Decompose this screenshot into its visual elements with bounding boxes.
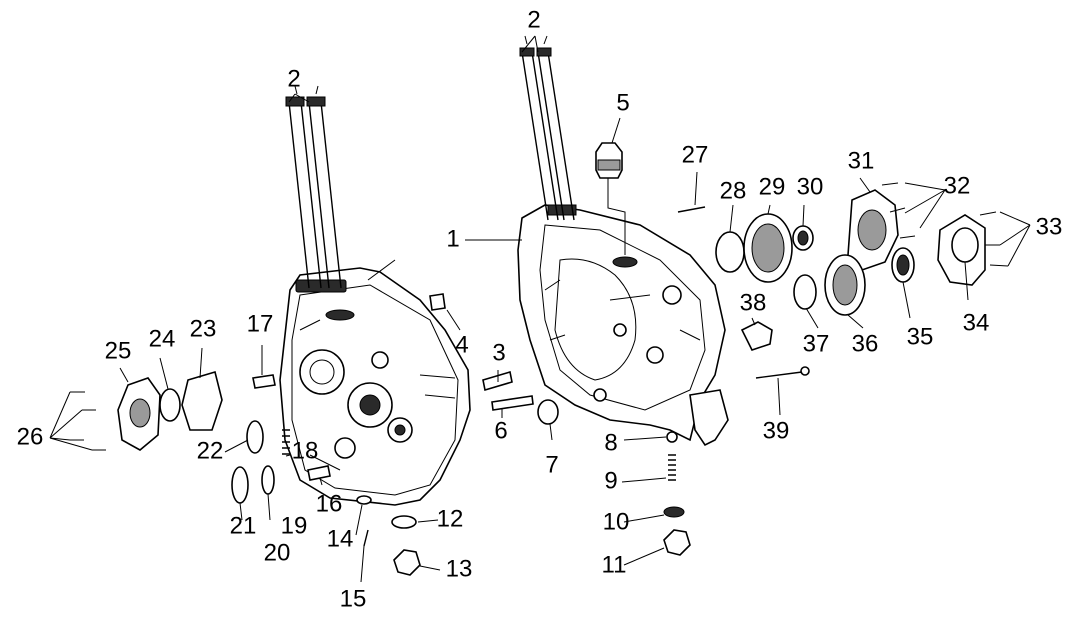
label-17: 17 — [247, 310, 274, 337]
label-24: 24 — [149, 325, 176, 352]
label-29: 29 — [759, 173, 786, 200]
label-3: 3 — [492, 339, 505, 366]
label-22: 22 — [197, 437, 224, 464]
left-side-parts — [70, 370, 372, 547]
label-35: 35 — [907, 323, 934, 350]
label-9: 9 — [604, 467, 617, 494]
label-13: 13 — [446, 555, 473, 582]
part-19-ring — [261, 465, 275, 495]
label-4: 4 — [455, 331, 468, 358]
part-15-screw — [363, 529, 369, 547]
part-8-ball — [666, 431, 678, 443]
leader-lines — [49, 35, 1031, 583]
label-30: 30 — [797, 173, 824, 200]
left-crankcase-half — [279, 267, 471, 506]
left-studs — [285, 85, 342, 289]
part-9-spring — [668, 454, 676, 481]
label-28: 28 — [720, 177, 747, 204]
label-14: 14 — [327, 525, 354, 552]
label-37: 37 — [803, 330, 830, 357]
label-39: 39 — [763, 417, 790, 444]
part-16-dowel — [307, 465, 331, 481]
label-20: 20 — [264, 539, 291, 566]
part-4-pin — [429, 293, 446, 311]
label-18: 18 — [292, 437, 319, 464]
part-13-plug — [393, 549, 421, 576]
label-2-left: 2 — [287, 65, 300, 92]
part-10-washer — [663, 506, 685, 518]
part-17-dowel — [252, 374, 276, 389]
part-21-ring — [231, 466, 249, 504]
part-27-pin — [677, 206, 706, 213]
label-23: 23 — [190, 315, 217, 342]
label-33: 33 — [1036, 213, 1063, 240]
label-34: 34 — [963, 309, 990, 336]
part-14-washer — [356, 495, 372, 505]
right-side-parts — [677, 182, 1009, 379]
label-36: 36 — [852, 330, 879, 357]
label-21: 21 — [230, 512, 257, 539]
part-38-sensor — [740, 321, 773, 351]
label-38: 38 — [740, 289, 767, 316]
part-18-spring — [282, 429, 290, 455]
label-19: 19 — [281, 512, 308, 539]
label-8: 8 — [604, 429, 617, 456]
label-7: 7 — [545, 451, 558, 478]
label-5: 5 — [616, 89, 629, 116]
label-27: 27 — [682, 141, 709, 168]
label-26: 26 — [17, 423, 44, 450]
label-11: 11 — [602, 551, 627, 578]
part-39-bolt — [755, 371, 803, 379]
label-2-right: 2 — [527, 6, 540, 33]
part-37-ring — [793, 274, 817, 310]
part-6-pin — [491, 395, 534, 411]
label-32: 32 — [944, 172, 971, 199]
label-12: 12 — [437, 505, 464, 532]
label-15: 15 — [340, 585, 367, 612]
right-studs — [519, 35, 575, 221]
part-12-washer — [391, 515, 417, 529]
part-11-plug — [663, 529, 691, 556]
label-31: 31 — [848, 147, 875, 174]
part-7-bushing — [537, 399, 559, 425]
part-22-ring — [246, 420, 264, 454]
label-1: 1 — [446, 225, 459, 252]
label-6: 6 — [494, 417, 507, 444]
part-labels: 2 2 1 5 27 28 29 30 31 32 33 34 35 36 37… — [17, 6, 1063, 612]
label-25: 25 — [105, 337, 132, 364]
part-23-gasket — [181, 370, 223, 431]
label-16: 16 — [316, 490, 343, 517]
part-28-ring — [715, 231, 745, 273]
label-10: 10 — [603, 508, 630, 535]
part-5-breather-plug — [595, 142, 626, 255]
part-24-seal — [159, 388, 181, 422]
right-crankcase-half — [517, 204, 729, 447]
